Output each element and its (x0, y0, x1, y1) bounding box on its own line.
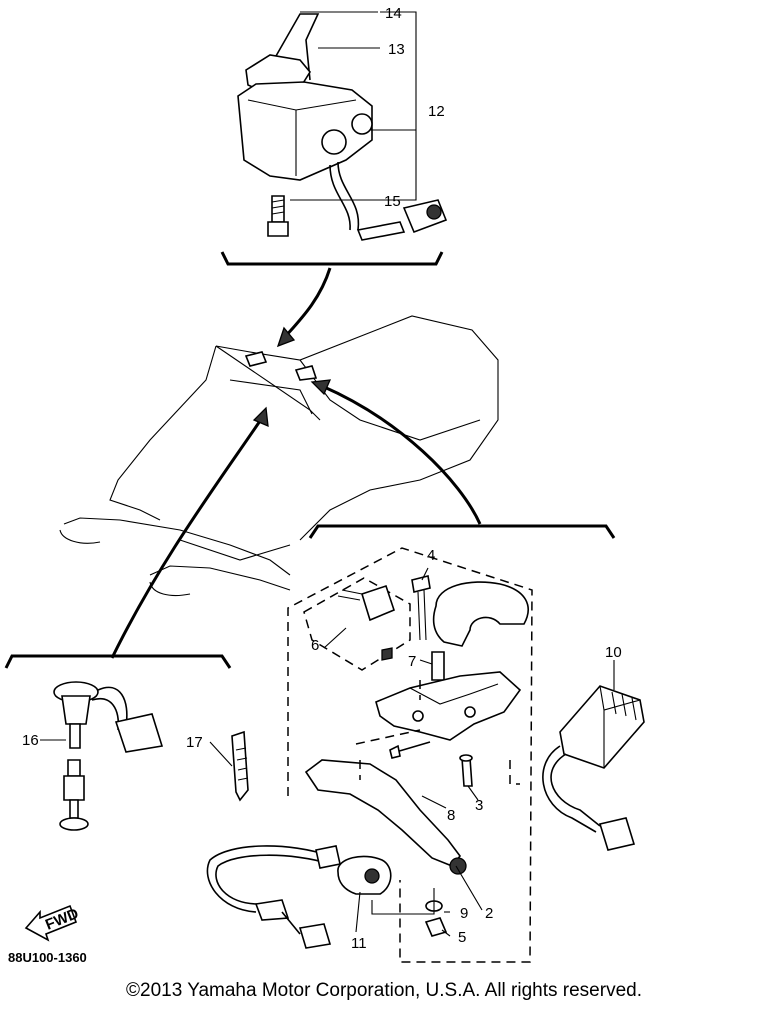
left-bracket (4, 654, 232, 669)
callout-9: 9 (460, 905, 468, 922)
left-assembly (53, 681, 249, 831)
forward-arrow-icon (24, 904, 78, 942)
drawing-code: 88U100-1360 (8, 950, 87, 965)
right-assembly (206, 575, 645, 949)
callout-7: 7 (408, 653, 416, 670)
callout-15: 15 (384, 193, 401, 210)
callout-16: 16 (22, 732, 39, 749)
arrow-head-top (276, 326, 296, 348)
copyright-notice: ©2013 Yamaha Motor Corporation, U.S.A. A… (126, 980, 642, 1001)
callout-17: 17 (186, 734, 203, 751)
top-bracket (220, 251, 444, 266)
callout-9-5-bracket (371, 888, 435, 915)
callout-4: 4 (427, 547, 435, 564)
callout-6: 6 (311, 637, 319, 654)
dashed-box-main (287, 547, 533, 963)
callout-12-bracket (290, 11, 417, 201)
arrow-top-to-sled (282, 267, 332, 339)
callout-10: 10 (605, 644, 622, 661)
callout-2: 2 (485, 905, 493, 922)
callout-12: 12 (428, 103, 445, 120)
dashed-box-6 (303, 577, 411, 671)
arrow-right-to-sled (321, 384, 482, 525)
callout-8: 8 (447, 807, 455, 824)
forward-label: FWD (43, 905, 81, 934)
callout-13: 13 (388, 41, 405, 58)
callout-leaders (40, 567, 615, 937)
right-bracket (308, 524, 616, 539)
callout-3: 3 (475, 797, 483, 814)
arrow-left-to-sled (110, 417, 264, 659)
callout-14: 14 (385, 5, 402, 22)
callout-11: 11 (351, 935, 367, 952)
top-switch-assembly (237, 13, 448, 241)
callout-5: 5 (458, 929, 466, 946)
snowmobile-outline (59, 315, 499, 597)
arrow-head-right (310, 379, 332, 396)
arrow-head-left (252, 406, 269, 428)
